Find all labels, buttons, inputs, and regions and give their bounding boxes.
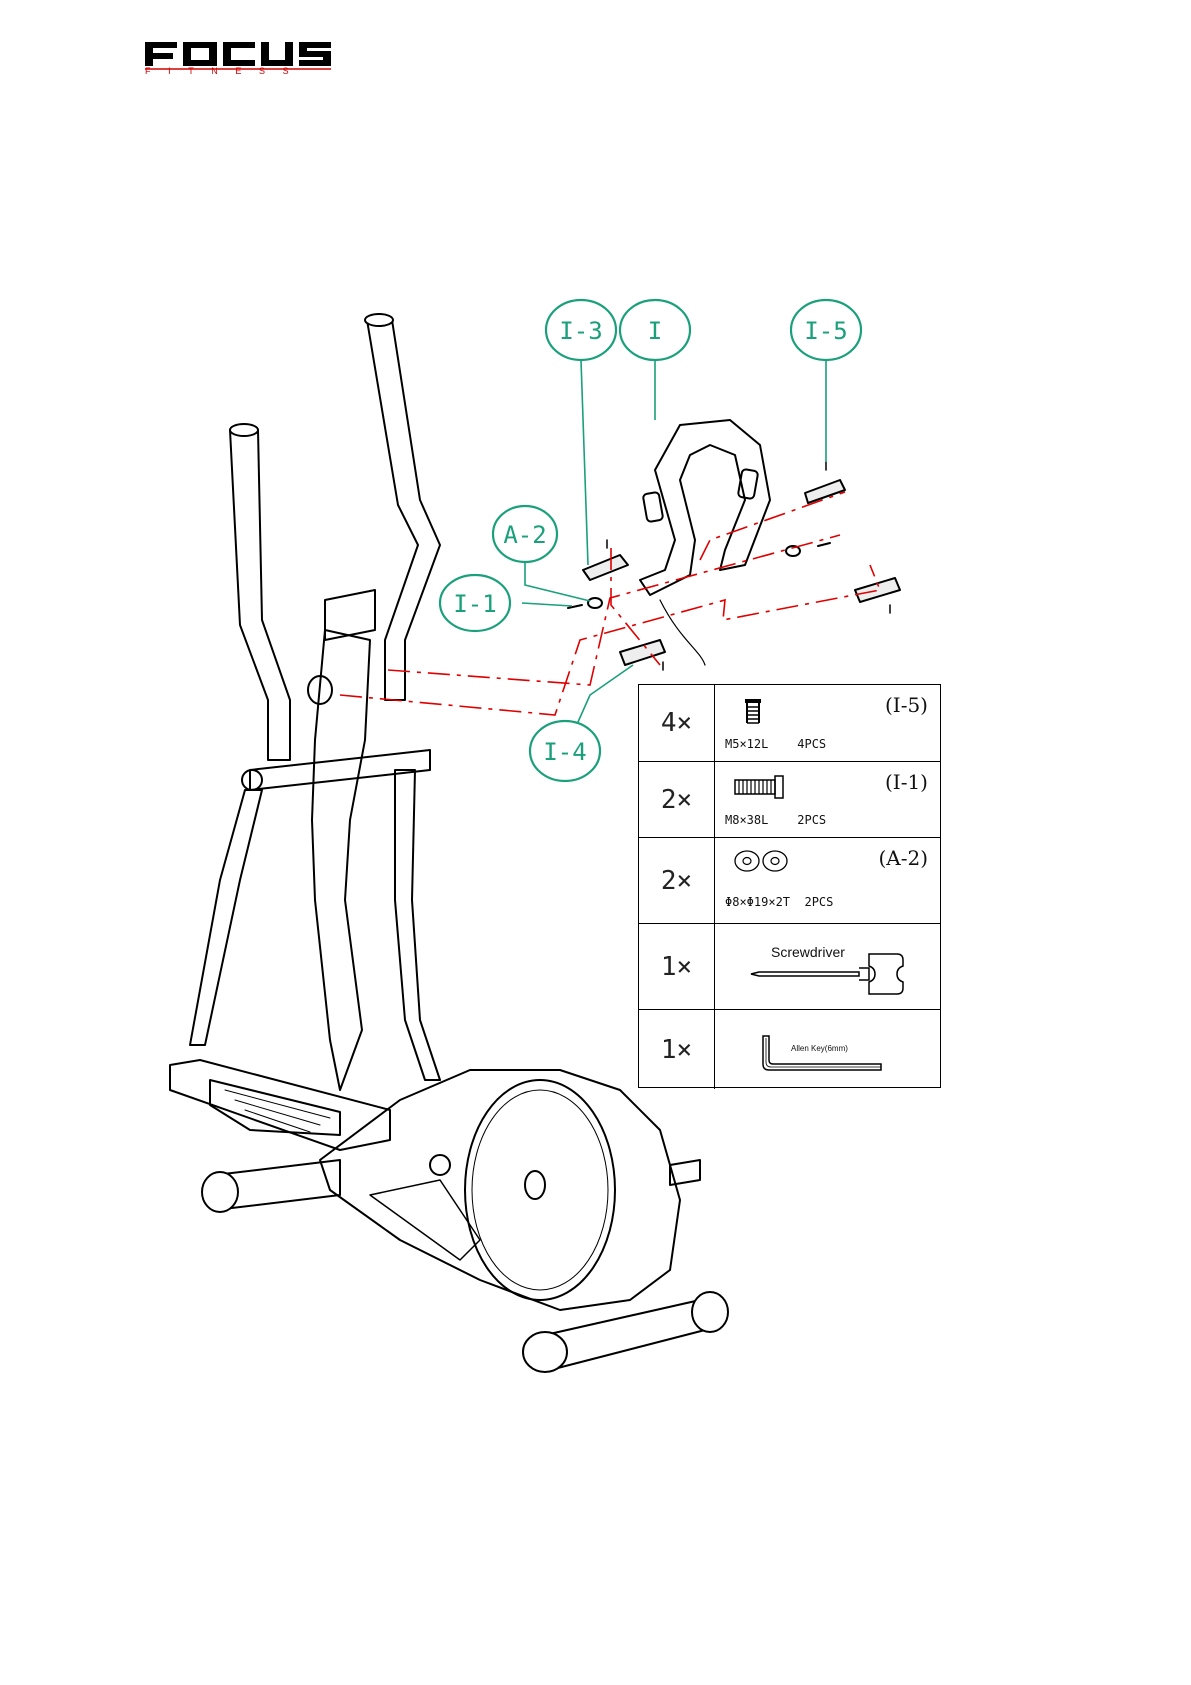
cover-i5-bottom: [855, 578, 900, 602]
crank-bolt: [430, 1155, 450, 1175]
right-handle-arm: [367, 320, 440, 700]
front-foot-left: [202, 1172, 238, 1212]
cover-i3: [583, 555, 628, 580]
cover-i5-top: [805, 480, 845, 503]
rear-stabilizer: [545, 1300, 705, 1370]
callout-label-i5: I-5: [804, 317, 847, 345]
callout-label-a2: A-2: [503, 521, 546, 549]
parts-spec: Φ8×Φ19×2T 2PCS: [725, 895, 833, 909]
washer-a2-left: [588, 598, 602, 608]
parts-row-a2: 2× (A-2) Φ8×Φ19×2T 2PCS: [639, 837, 940, 923]
tool-label-allen-key: Allen Key(6mm): [791, 1044, 848, 1053]
parts-row-allen-key: 1× Allen Key(6mm): [639, 1009, 940, 1089]
parts-row-i1: 2× (I-1) M8×38L 2PCS: [639, 761, 940, 837]
leader-i3: [581, 360, 588, 565]
hardware-parts-table: 4× (I-5) M5×12L 4PCS 2× (I-1) M8×38L 2PC…: [638, 684, 941, 1088]
bolt-m8-icon: [731, 772, 791, 802]
parts-code: (I-1): [885, 770, 928, 794]
handlebar-i: [640, 420, 770, 595]
right-handle-cap: [365, 314, 393, 326]
parts-spec: M8×38L 2PCS: [725, 813, 826, 827]
left-handle-cap: [230, 424, 258, 436]
parts-qty: 1×: [639, 924, 715, 1009]
main-mast: [312, 630, 370, 1090]
housing-stripe: [370, 1180, 480, 1260]
leader-a2: [525, 561, 590, 601]
flywheel-cover: [465, 1080, 615, 1300]
cover-i4: [620, 640, 665, 665]
left-handle-arm: [230, 430, 290, 760]
leader-i1: [522, 603, 572, 606]
hand-pulse-sensor-left: [643, 492, 664, 522]
callout-label-i: I: [648, 317, 662, 345]
left-lower-arm: [190, 790, 262, 1045]
allen-key-icon: [757, 1034, 887, 1074]
cross-tube-end: [242, 770, 262, 790]
screw-m5-icon: [739, 697, 769, 727]
parts-code: (I-5): [885, 693, 928, 717]
callout-label-i1: I-1: [453, 590, 496, 618]
washer-icon: [731, 848, 801, 874]
hand-pulse-sensor-right: [738, 469, 759, 499]
bolt-i1-right: [818, 543, 830, 546]
handlebar-assembly: [568, 420, 900, 670]
right-lower-arm: [395, 770, 440, 1080]
parts-row-screwdriver: 1× Screwdriver: [639, 923, 940, 1009]
parts-qty: 4×: [639, 685, 715, 761]
screwdriver-icon: [747, 946, 937, 1002]
pulse-wire: [660, 600, 705, 665]
callout-label-i4: I-4: [543, 738, 586, 766]
rear-foot-left: [523, 1332, 567, 1372]
flywheel-inner: [472, 1090, 608, 1290]
parts-qty: 2×: [639, 762, 715, 837]
parts-qty: 2×: [639, 838, 715, 923]
parts-spec: M5×12L 4PCS: [725, 737, 826, 751]
parts-code: (A-2): [878, 846, 928, 870]
guide-line-top: [700, 492, 845, 560]
parts-qty: 1×: [639, 1010, 715, 1089]
rear-foot-right: [692, 1292, 728, 1332]
flywheel-hub: [525, 1171, 545, 1199]
callout-label-i3: I-3: [559, 317, 602, 345]
parts-row-i5: 4× (I-5) M5×12L 4PCS: [639, 685, 940, 761]
